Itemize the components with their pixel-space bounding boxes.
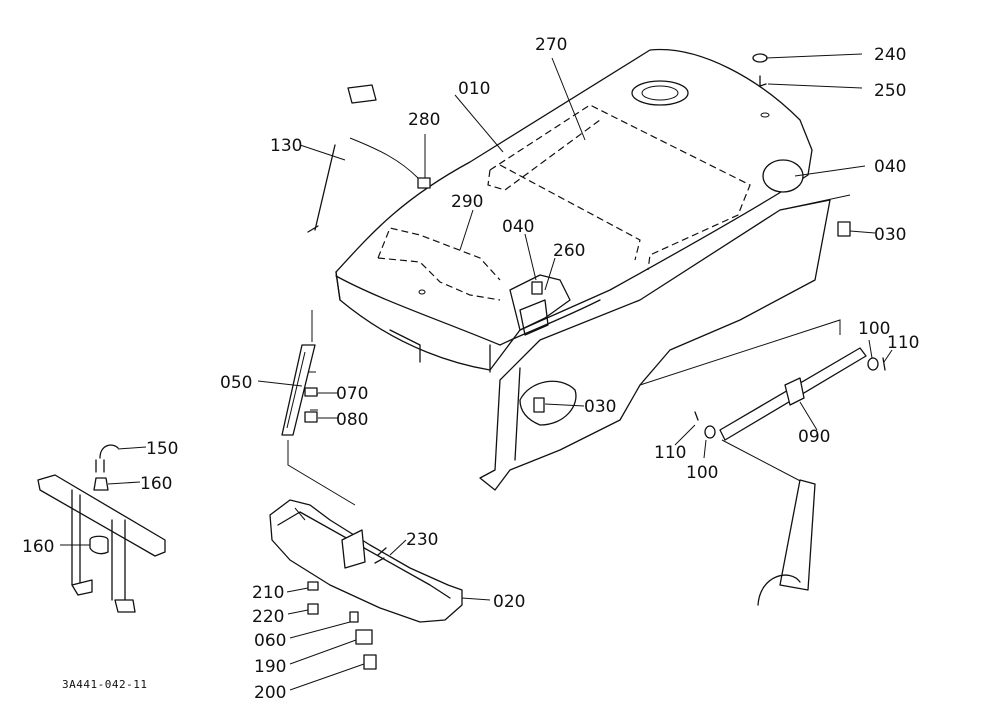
callout-270: 270: [535, 35, 567, 55]
callout-010: 010: [458, 79, 490, 99]
callout-190: 190: [254, 657, 286, 677]
callout-260: 260: [553, 241, 585, 261]
callout-110-upper: 110: [887, 333, 919, 353]
callout-060: 060: [254, 631, 286, 651]
callout-040-latch: 040: [502, 217, 534, 237]
callout-090: 090: [798, 427, 830, 447]
reference-code: 3A441-042-11: [62, 678, 147, 691]
callout-070: 070: [336, 384, 368, 404]
callout-290: 290: [451, 192, 483, 212]
callout-230: 230: [406, 530, 438, 550]
callout-020: 020: [493, 592, 525, 612]
front-bracket-020: [269, 499, 463, 623]
latch-part-260: [509, 274, 571, 336]
callout-210: 210: [252, 583, 284, 603]
callout-130: 130: [270, 136, 302, 156]
stay-rod-050: [281, 310, 356, 506]
small-hardware: [304, 53, 886, 670]
stand-assembly: [37, 444, 166, 613]
callout-250: 250: [874, 81, 906, 101]
callout-220: 220: [252, 607, 284, 627]
callout-100-lower: 100: [686, 463, 718, 483]
callout-280: 280: [408, 110, 440, 130]
callout-200: 200: [254, 683, 286, 703]
callout-080: 080: [336, 410, 368, 430]
callout-040-emblem: 040: [874, 157, 906, 177]
callout-050: 050: [220, 373, 252, 393]
callout-160-lower: 160: [22, 537, 54, 557]
callout-030-lower: 030: [584, 397, 616, 417]
callout-110-lower: 110: [654, 443, 686, 463]
hood-part-010: [335, 48, 813, 373]
callout-240: 240: [874, 45, 906, 65]
callout-150: 150: [146, 439, 178, 459]
callout-labels: 010 270 240 250 130 280 290 040 040 260 …: [22, 35, 919, 703]
callout-100-upper: 100: [858, 319, 890, 339]
stay-arm-090: [704, 347, 879, 606]
side-panel: [479, 194, 851, 491]
leader-lines: [60, 53, 893, 691]
callout-030-upper: 030: [874, 225, 906, 245]
callout-160-upper: 160: [140, 474, 172, 494]
